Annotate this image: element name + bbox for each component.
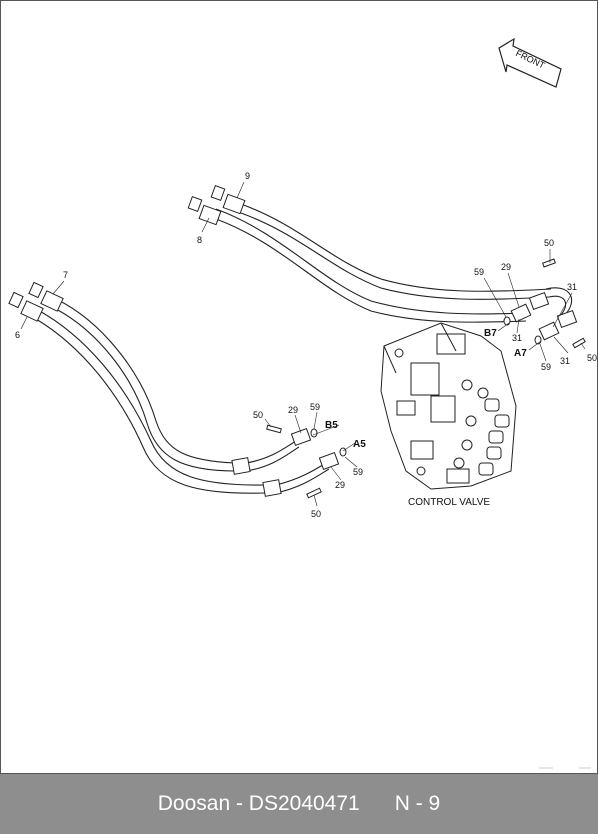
diagram-frame: FRONT — [0, 0, 598, 774]
flange-assemblies — [266, 258, 586, 499]
control-valve-label: CONTROL VALVE — [408, 497, 490, 508]
port-b7: B7 — [484, 328, 497, 339]
callout-50-left: 50 — [253, 410, 263, 420]
callout-31-right: 31 — [567, 282, 577, 292]
control-valve-body — [380, 322, 517, 490]
callout-29-left: 29 — [288, 405, 298, 415]
callout-6: 6 — [15, 330, 20, 340]
callout-8: 8 — [197, 235, 202, 245]
callout-59-right: 59 — [541, 362, 551, 372]
callout-50-upper: 50 — [544, 238, 554, 248]
footer-text: Doosan - DS2040471 N - 9 — [157, 792, 441, 815]
lower-hoses — [35, 298, 330, 494]
callout-50-right: 50 — [587, 353, 597, 363]
callout-50-lower: 50 — [311, 509, 321, 519]
port-a7: A7 — [514, 348, 527, 359]
callout-31-low: 31 — [560, 356, 570, 366]
port-labels: B7 A7 B5 A5 — [325, 328, 527, 450]
lower-hose-end-fittings — [8, 281, 282, 497]
hydraulic-hose-diagram: FRONT — [8, 37, 597, 769]
callout-29-lower: 29 — [335, 480, 345, 490]
callout-59-left: 59 — [310, 402, 320, 412]
port-a5: A5 — [353, 439, 366, 450]
leader-lines — [20, 181, 586, 507]
footer-bar: Doosan - DS2040471 N - 9 — [0, 774, 598, 834]
port-b5: B5 — [325, 420, 338, 431]
callout-29-upper: 29 — [501, 262, 511, 272]
upper-hoses — [215, 203, 573, 323]
callout-59-upper: 59 — [474, 267, 484, 277]
callout-59-lower: 59 — [353, 467, 363, 477]
callout-7: 7 — [63, 270, 68, 280]
callout-numbers: 9 8 7 6 50 29 59 31 31 31 50 59 50 29 59… — [15, 171, 597, 519]
callout-9: 9 — [245, 171, 250, 181]
upper-hose-end-fittings — [187, 185, 578, 329]
front-arrow-icon: FRONT — [498, 37, 562, 88]
callout-31-mid: 31 — [512, 333, 522, 343]
